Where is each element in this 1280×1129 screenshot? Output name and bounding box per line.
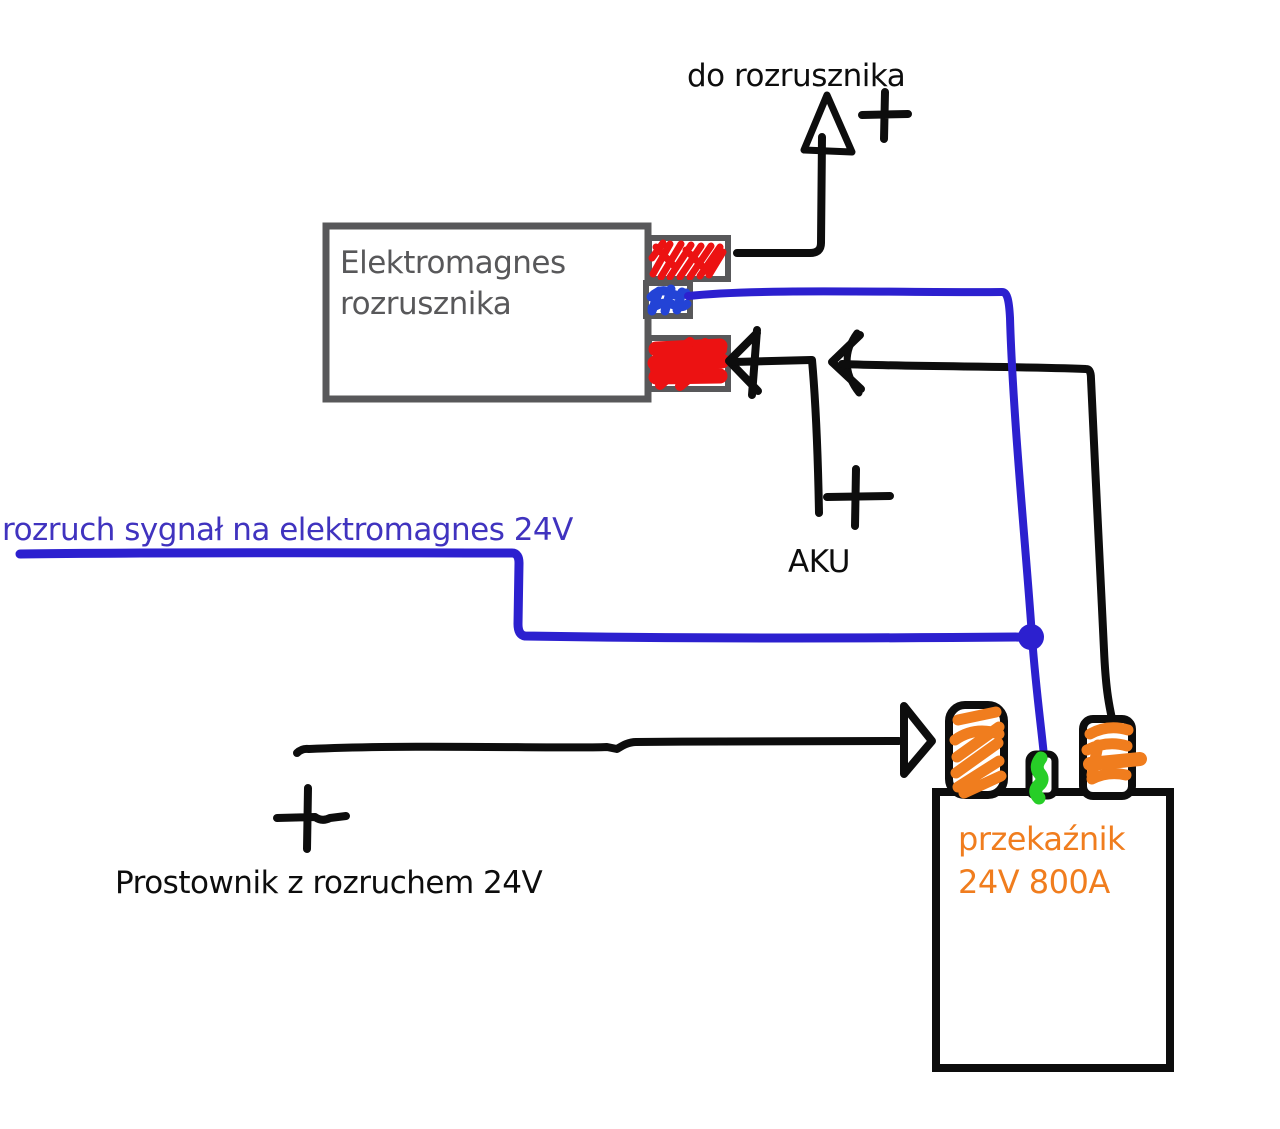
orange-scribble-left-post	[949, 706, 1007, 799]
wire-solenoid-to-starter	[733, 133, 826, 257]
wire-terminal-segment	[729, 356, 815, 366]
wire-charger-to-relay	[293, 737, 903, 757]
label-aku: AKU	[788, 544, 850, 580]
wire-signal-upper	[684, 287, 1048, 760]
wire-signal-lower	[15, 548, 1029, 643]
label-charger: Prostownik z rozruchem 24V	[115, 865, 542, 901]
wire-aku-branch	[808, 356, 823, 517]
arrow-up-icon	[800, 91, 856, 156]
plus-icon-charger	[273, 784, 350, 853]
relay-box	[932, 788, 1174, 1072]
orange-scribble-right-overflow	[1083, 752, 1147, 771]
label-to-starter: do rozrusznika	[687, 58, 905, 94]
blue-scribble	[646, 284, 692, 316]
red-hatch-scribble	[648, 239, 727, 281]
label-solenoid-line2: rozrusznika	[340, 286, 511, 322]
label-relay-line2: 24V 800A	[958, 863, 1110, 901]
label-relay-line1: przekaźnik	[958, 820, 1126, 858]
label-solenoid-line1: Elektromagnes	[340, 245, 566, 281]
plus-icon-starter	[858, 88, 912, 143]
orange-scribble-right-post	[1081, 722, 1134, 785]
plus-icon-aku	[823, 465, 894, 530]
starter-solenoid-box	[322, 222, 652, 403]
junction-dot	[1018, 624, 1044, 650]
label-start-signal: rozruch sygnał na elektromagnes 24V	[2, 512, 573, 548]
green-scribble-coil-post	[1029, 751, 1049, 805]
arrow-right-icon-relay	[900, 702, 936, 778]
wire-aku-to-relay-post	[838, 360, 1116, 723]
red-solid-scribble-b	[650, 337, 727, 391]
